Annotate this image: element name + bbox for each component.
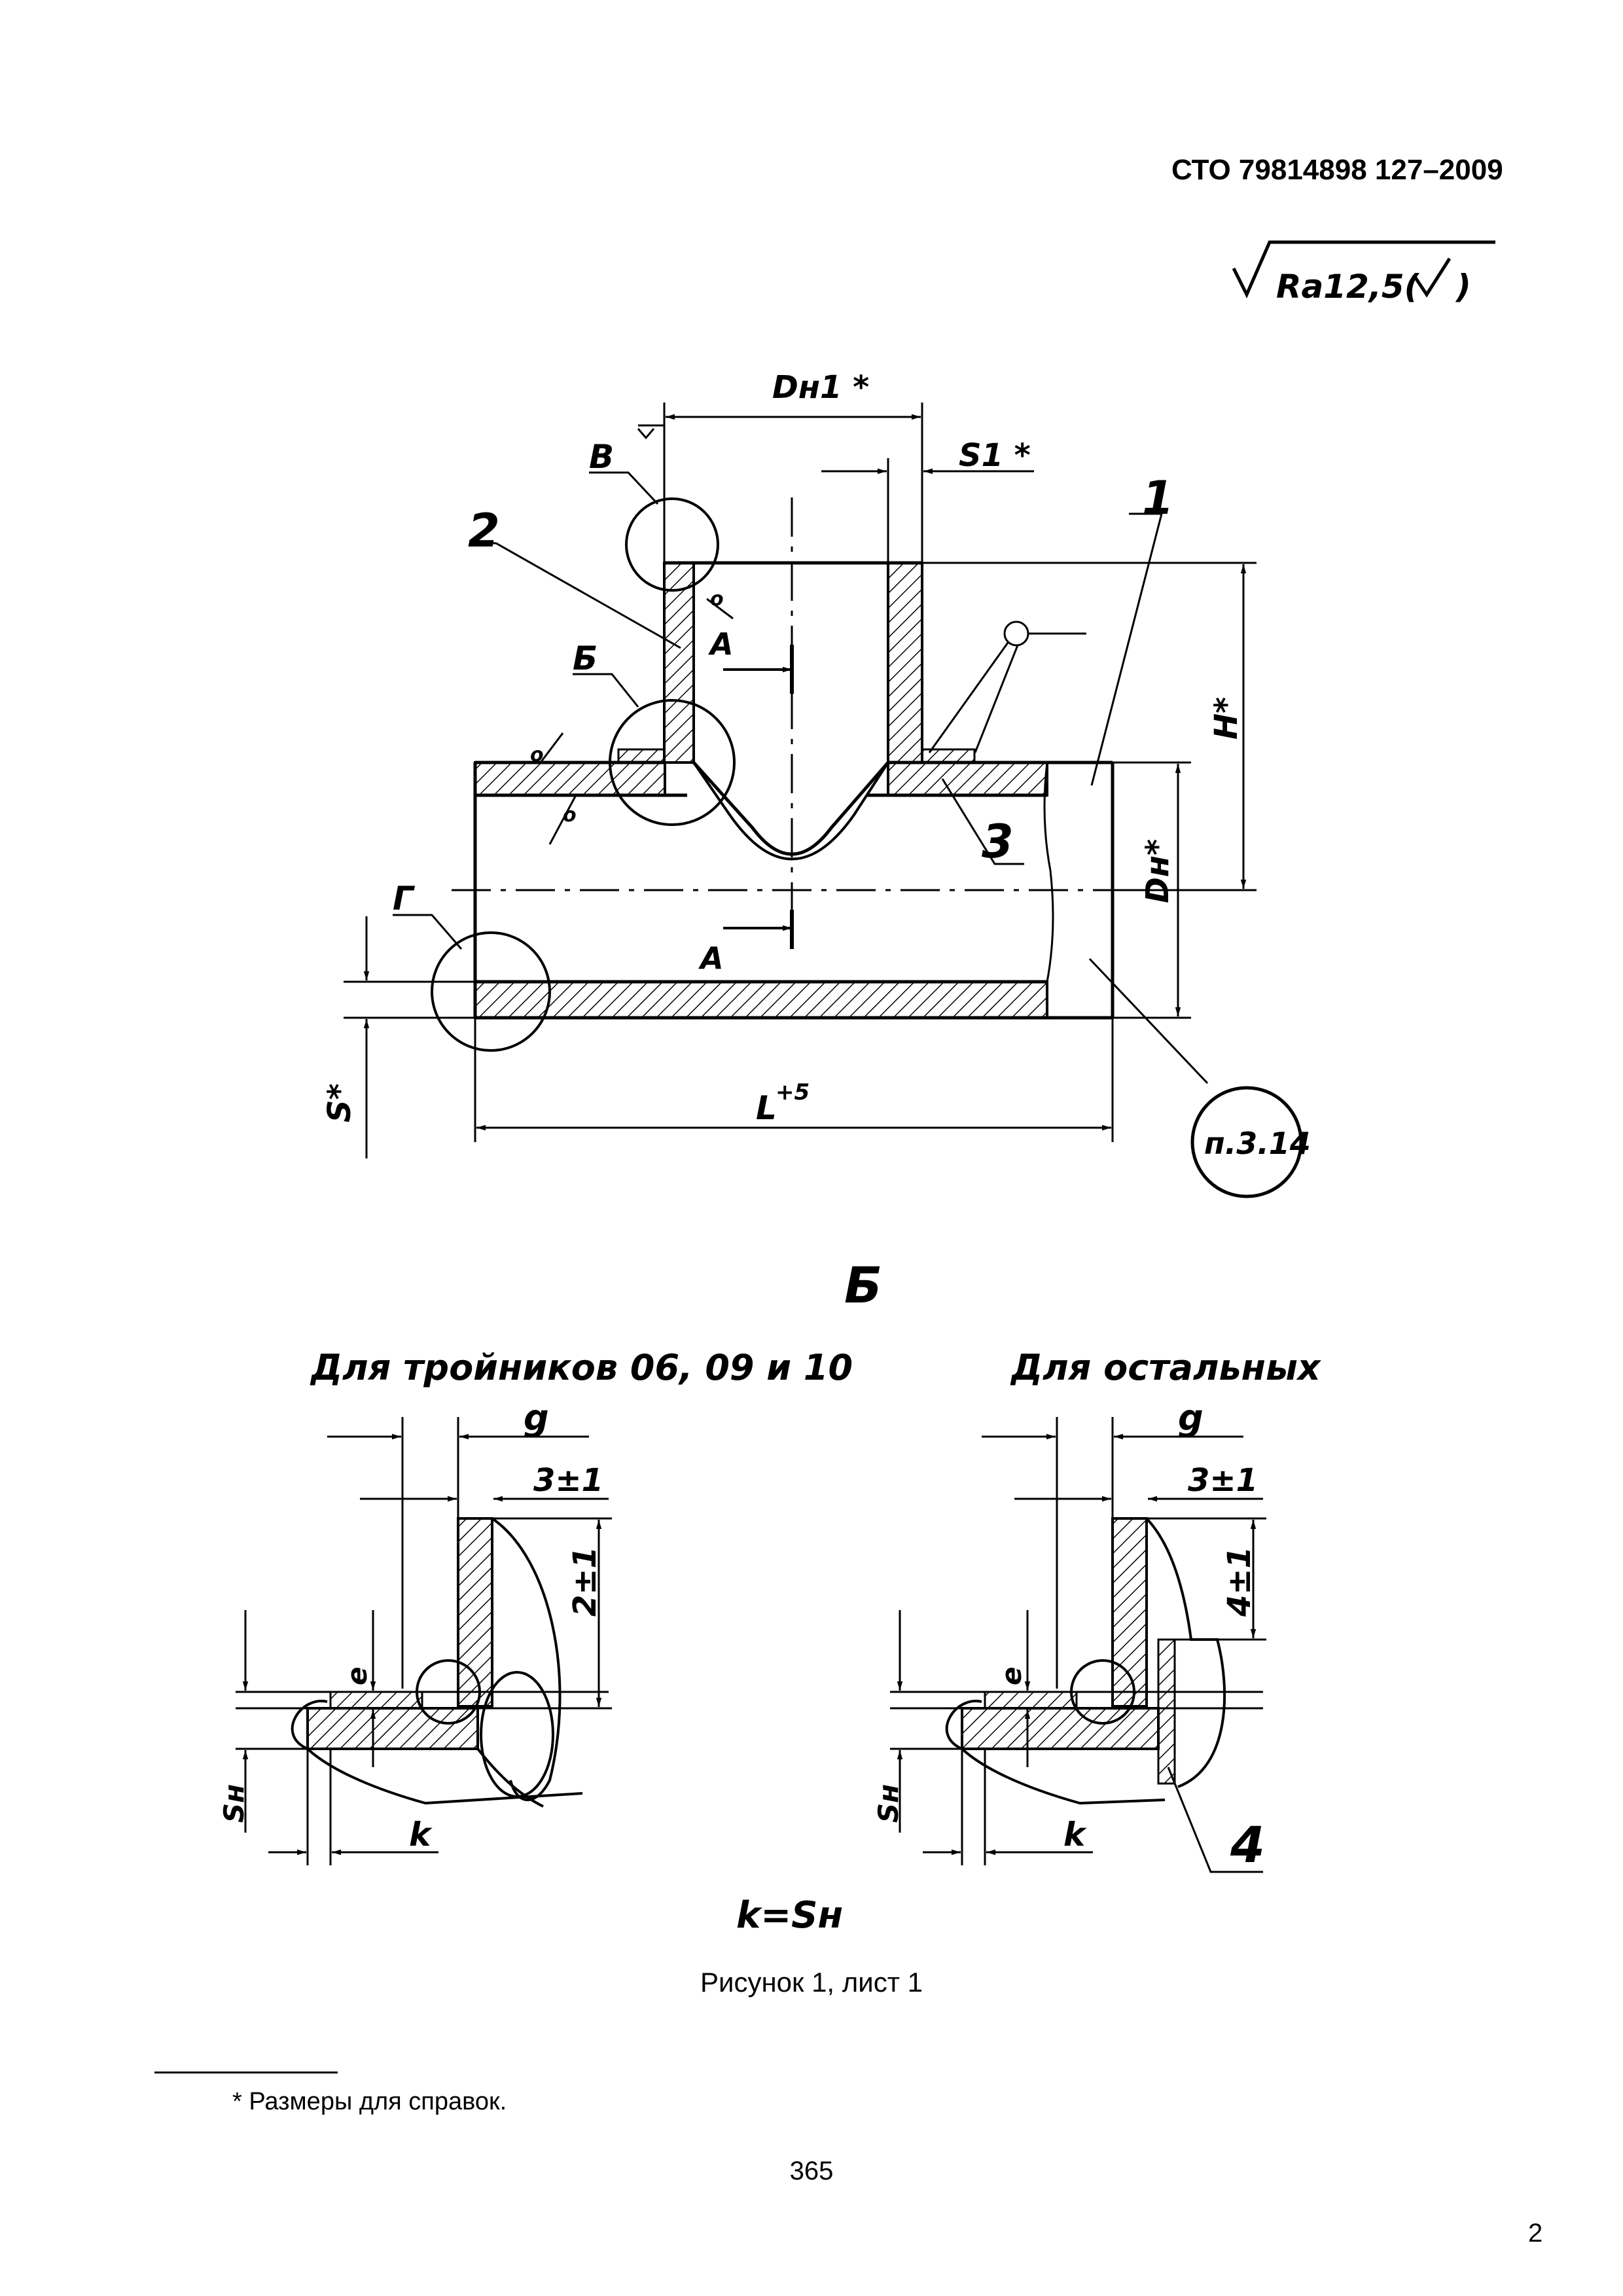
roughness-symbol (1232, 240, 1495, 298)
dim-s-label: S* (321, 1083, 358, 1122)
dim-s1 (821, 458, 1034, 563)
detail-right-sh: Sн (872, 1784, 904, 1823)
detail-left: g 3±1 2±1 e Sн k (218, 1397, 612, 1865)
dim-dh1 (663, 403, 923, 563)
section-a-top-label: А (708, 626, 734, 662)
detail-left-title: Для тройников 06, 09 и 10 (310, 1347, 853, 1388)
sheet-number: 2 (1528, 2219, 1543, 2248)
branch-outline (664, 561, 922, 861)
dim-dh-label: Dн* (1139, 839, 1176, 903)
weld-symbols (539, 424, 1086, 845)
break-line (1043, 762, 1054, 982)
detail-right-tol-top: 3±1 (1188, 1462, 1258, 1499)
detail-left-tol-side: 2±1 (567, 1547, 603, 1617)
detail-right-title: Для остальных (1010, 1347, 1322, 1388)
roughness-close: ) (1455, 268, 1471, 306)
branch-wall-left (663, 562, 695, 764)
detail-left-e: e (341, 1667, 373, 1686)
callout-v-label: В (589, 438, 614, 476)
detail-title: Б (844, 1256, 882, 1314)
part-1-label: 1 (1142, 471, 1174, 525)
note-circle (1190, 1086, 1303, 1198)
weld-seam-left (617, 748, 666, 764)
figure-caption: Рисунок 1, лист 1 (700, 1967, 923, 1998)
weld-mark-left-upper: о (530, 744, 544, 766)
dim-s1-label: S1 * (959, 437, 1031, 474)
weld-mark-left-lower: о (563, 804, 577, 827)
detail-left-sh: Sн (218, 1784, 250, 1823)
pipe-wall-top-right (887, 761, 1048, 797)
detail-right-part-4: 4 (1230, 1816, 1265, 1874)
dim-dh1-label: Dн1 * (772, 369, 869, 406)
page-number: 365 (789, 2157, 834, 2185)
callout-leaders (393, 471, 659, 950)
weld-seam-right (921, 748, 976, 764)
detail-right: g 3±1 4±1 e Sн k 4 (872, 1397, 1266, 1874)
dim-dh (1113, 761, 1191, 1019)
branch-wall-right (887, 562, 923, 764)
detail-right-g: g (1178, 1397, 1204, 1439)
detail-left-g: g (524, 1397, 549, 1439)
detail-left-k: k (409, 1816, 433, 1854)
weld-mark-top: о (710, 588, 724, 611)
callout-circles (431, 497, 736, 1052)
main-view: А А Dн1 * S1 * H* Dн* (321, 369, 1311, 1198)
section-a-bottom-label: А (698, 941, 724, 976)
document-code: СТО 79814898 127–2009 (1171, 154, 1503, 186)
footnote: * Размеры для справок. (232, 2088, 507, 2115)
detail-formula: k=Sн (736, 1894, 843, 1937)
part-3-label: 3 (982, 815, 1014, 869)
dim-l (474, 1018, 1114, 1142)
part-2-label: 2 (468, 504, 500, 558)
pipe-wall-top-left (474, 761, 666, 797)
callout-g-label: Г (393, 880, 416, 918)
detail-left-tol-top: 3±1 (533, 1462, 603, 1499)
dim-l-label: L (756, 1089, 777, 1127)
detail-right-k: k (1063, 1816, 1087, 1854)
dim-h-label: H* (1208, 697, 1245, 740)
note-label: п.3.14 (1204, 1126, 1311, 1161)
dim-s (344, 916, 475, 1158)
detail-right-e: e (995, 1667, 1027, 1686)
footnote-rule (154, 2072, 338, 2073)
callout-b-label: Б (573, 639, 597, 677)
roughness-text: Ra12,5( (1276, 268, 1420, 306)
dim-h (922, 562, 1257, 891)
section-a-marks (723, 645, 794, 949)
part-leaders (471, 512, 1209, 1085)
pipe-wall-bottom (474, 980, 1048, 1019)
dim-l-tolerance: +5 (776, 1079, 810, 1105)
center-lines (452, 497, 1113, 946)
detail-right-tol-side: 4±1 (1221, 1547, 1258, 1617)
